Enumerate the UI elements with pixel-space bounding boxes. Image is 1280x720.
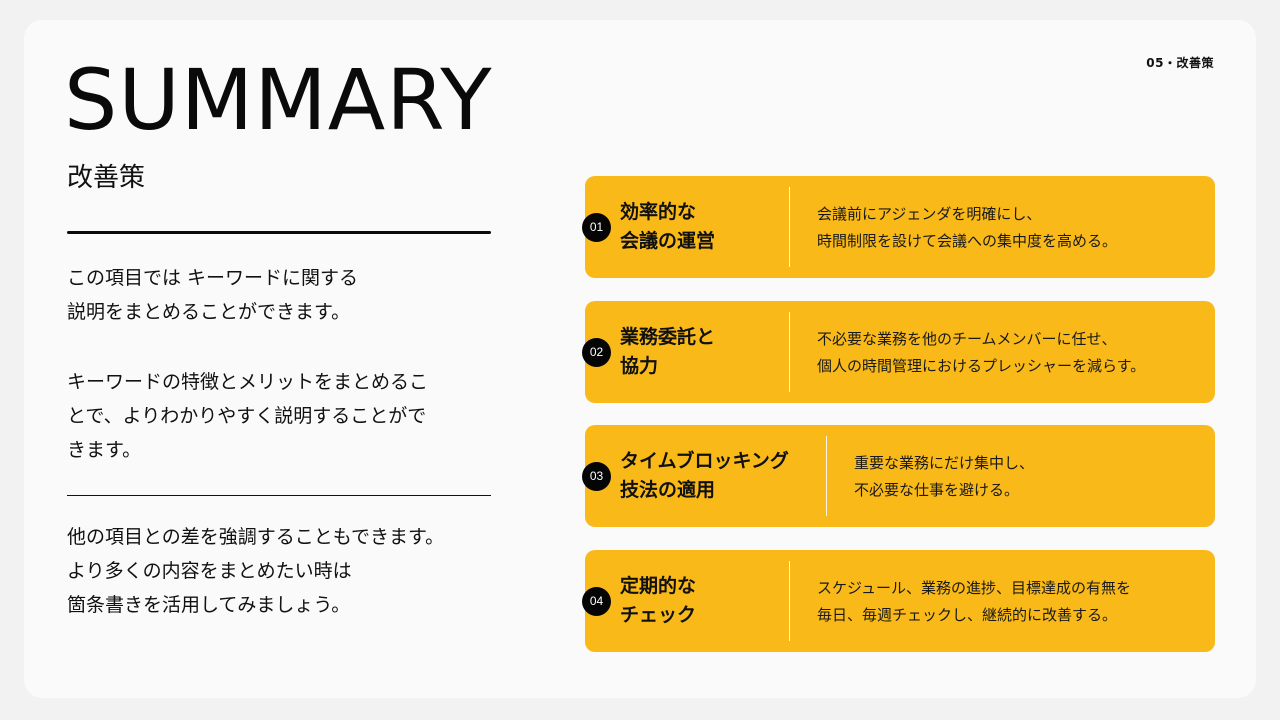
slide: 05・改善策 SUMMARY 改善策 この項目では キーワードに関する 説明をま… xyxy=(24,20,1256,698)
item-title: タイムブロッキング 技法の適用 xyxy=(620,450,789,501)
improvement-item-02: 02 業務委託と 協力 不必要な業務を他のチームメンバーに任せ、 個人の時間管理… xyxy=(582,301,1215,403)
section-divider xyxy=(67,495,491,496)
improvement-item-04: 04 定期的な チェック スケジュール、業務の進捗、目標達成の有無を 毎日、毎週… xyxy=(582,550,1215,652)
item-title: 業務委託と 協力 xyxy=(620,326,716,377)
item-description: 重要な業務にだけ集中し、 不必要な仕事を避ける。 xyxy=(854,454,1035,499)
item-description: 不必要な業務を他のチームメンバーに任せ、 個人の時間管理におけるプレッシャーを減… xyxy=(817,330,1146,375)
page-title: SUMMARY xyxy=(64,51,493,149)
number-badge: 03 xyxy=(582,462,611,491)
number-badge: 01 xyxy=(582,213,611,242)
item-title: 定期的な チェック xyxy=(620,575,697,626)
improvement-item-03: 03 タイムブロッキング 技法の適用 重要な業務にだけ集中し、 不必要な仕事を避… xyxy=(582,425,1215,527)
number-badge: 02 xyxy=(582,338,611,367)
title-divider xyxy=(67,231,491,234)
number-badge: 04 xyxy=(582,587,611,616)
page-subtitle: 改善策 xyxy=(67,163,146,193)
item-divider xyxy=(789,561,790,641)
item-divider xyxy=(789,187,790,267)
item-title: 効率的な 会議の運営 xyxy=(620,201,716,252)
intro-paragraph-1: この項目では キーワードに関する 説明をまとめることができます。 xyxy=(67,267,359,323)
improvement-item-01: 01 効率的な 会議の運営 会議前にアジェンダを明確にし、 時間制限を設けて会議… xyxy=(582,176,1215,278)
item-divider xyxy=(789,312,790,392)
item-description: 会議前にアジェンダを明確にし、 時間制限を設けて会議への集中度を高める。 xyxy=(817,205,1118,250)
item-divider xyxy=(826,436,827,516)
intro-paragraph-2: キーワードの特徴とメリットをまとめるこ とで、よりわかりやすく説明することがで … xyxy=(67,371,429,461)
item-description: スケジュール、業務の進捗、目標達成の有無を 毎日、毎週チェックし、継続的に改善す… xyxy=(817,579,1131,624)
intro-paragraph-3: 他の項目との差を強調することもできます。 より多くの内容をまとめたい時は 箇条書… xyxy=(67,526,445,616)
page-label: 05・改善策 xyxy=(1146,56,1214,70)
